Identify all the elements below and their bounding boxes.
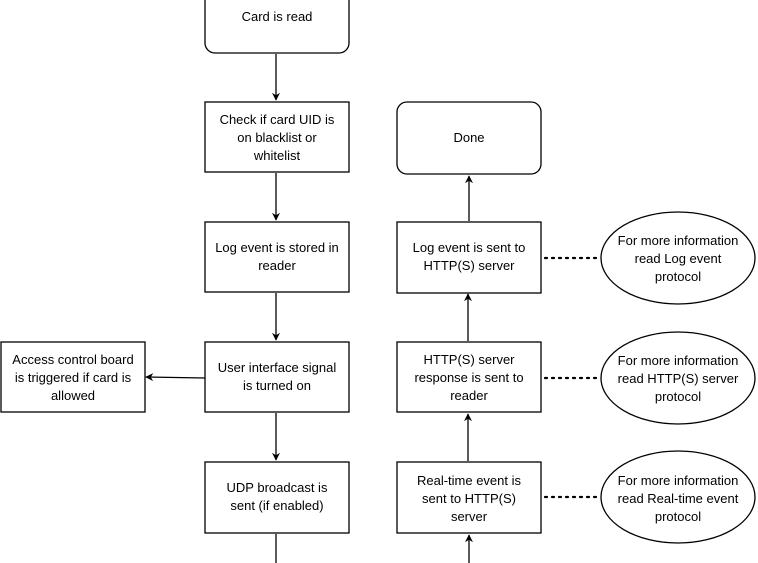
node-label-line: UDP broadcast is (227, 480, 328, 495)
node-label-line: protocol (655, 509, 701, 524)
node-user-interface-signal: User interface signal is turned on (204, 341, 350, 413)
node-label-line: sent to HTTP(S) (422, 491, 516, 506)
node-label-line: Check if card UID is (220, 112, 335, 127)
node-label-line: on blacklist or (237, 130, 317, 145)
node-label-line: read Real-time event (618, 491, 739, 506)
node-label-line: Access control board (12, 352, 133, 367)
node-label-line: response is sent to (414, 370, 523, 385)
node-label-line: HTTP(S) server (424, 258, 516, 273)
node-udp-broadcast: UDP broadcast is sent (if enabled) (204, 461, 350, 534)
node-label-line: whitelist (253, 148, 301, 163)
node-label-line: server (451, 509, 488, 524)
node-label-line: Card is read (242, 9, 313, 24)
edges (145, 54, 603, 563)
node-label-line: read Log event (635, 251, 722, 266)
note-real-time-event-protocol: For more information read Real-time event… (600, 450, 756, 544)
node-access-control-board: Access control board is triggered if card… (0, 341, 146, 413)
node-label-line: Real-time event is (417, 473, 522, 488)
node-real-time-event-sent: Real-time event is sent to HTTP(S) server (396, 461, 542, 534)
node-label-line: protocol (655, 389, 701, 404)
node-label-line: is triggered if card is (15, 370, 132, 385)
node-done: Done (396, 101, 542, 175)
node-label-line: protocol (655, 269, 701, 284)
node-http-server-response: HTTP(S) server response is sent to reader (396, 341, 542, 413)
node-label-line: reader (450, 388, 488, 403)
node-check-card-uid: Check if card UID is on blacklist or white… (204, 101, 350, 173)
node-label-line: reader (258, 258, 296, 273)
node-label-line: For more information (618, 353, 739, 368)
svg-text:Card is read: Card is read (242, 9, 313, 24)
node-label-line: Done (453, 130, 484, 145)
node-label-line: is turned on (243, 378, 311, 393)
edge-ui-signal-to-access-control (145, 373, 206, 382)
note-http-server-protocol: For more information read HTTP(S) server p… (600, 331, 756, 425)
node-label-line: read HTTP(S) server (618, 371, 739, 386)
node-label-line: User interface signal (218, 360, 337, 375)
node-label-line: Log event is stored in (215, 240, 339, 255)
node-label-line: sent (if enabled) (230, 498, 323, 513)
node-label-line: HTTP(S) server (424, 352, 516, 367)
node-card-is-read: Card is read (204, 0, 350, 54)
node-label-line: For more information (618, 473, 739, 488)
node-label-line: Log event is sent to (413, 240, 526, 255)
node-log-event-stored: Log event is stored in reader (204, 221, 350, 293)
svg-text:Done: Done (453, 130, 484, 145)
node-label-line: For more information (618, 233, 739, 248)
node-log-event-sent: Log event is sent to HTTP(S) server (396, 221, 542, 294)
node-label-line: allowed (51, 388, 95, 403)
note-log-event-protocol: For more information read Log event protoc… (600, 211, 756, 305)
